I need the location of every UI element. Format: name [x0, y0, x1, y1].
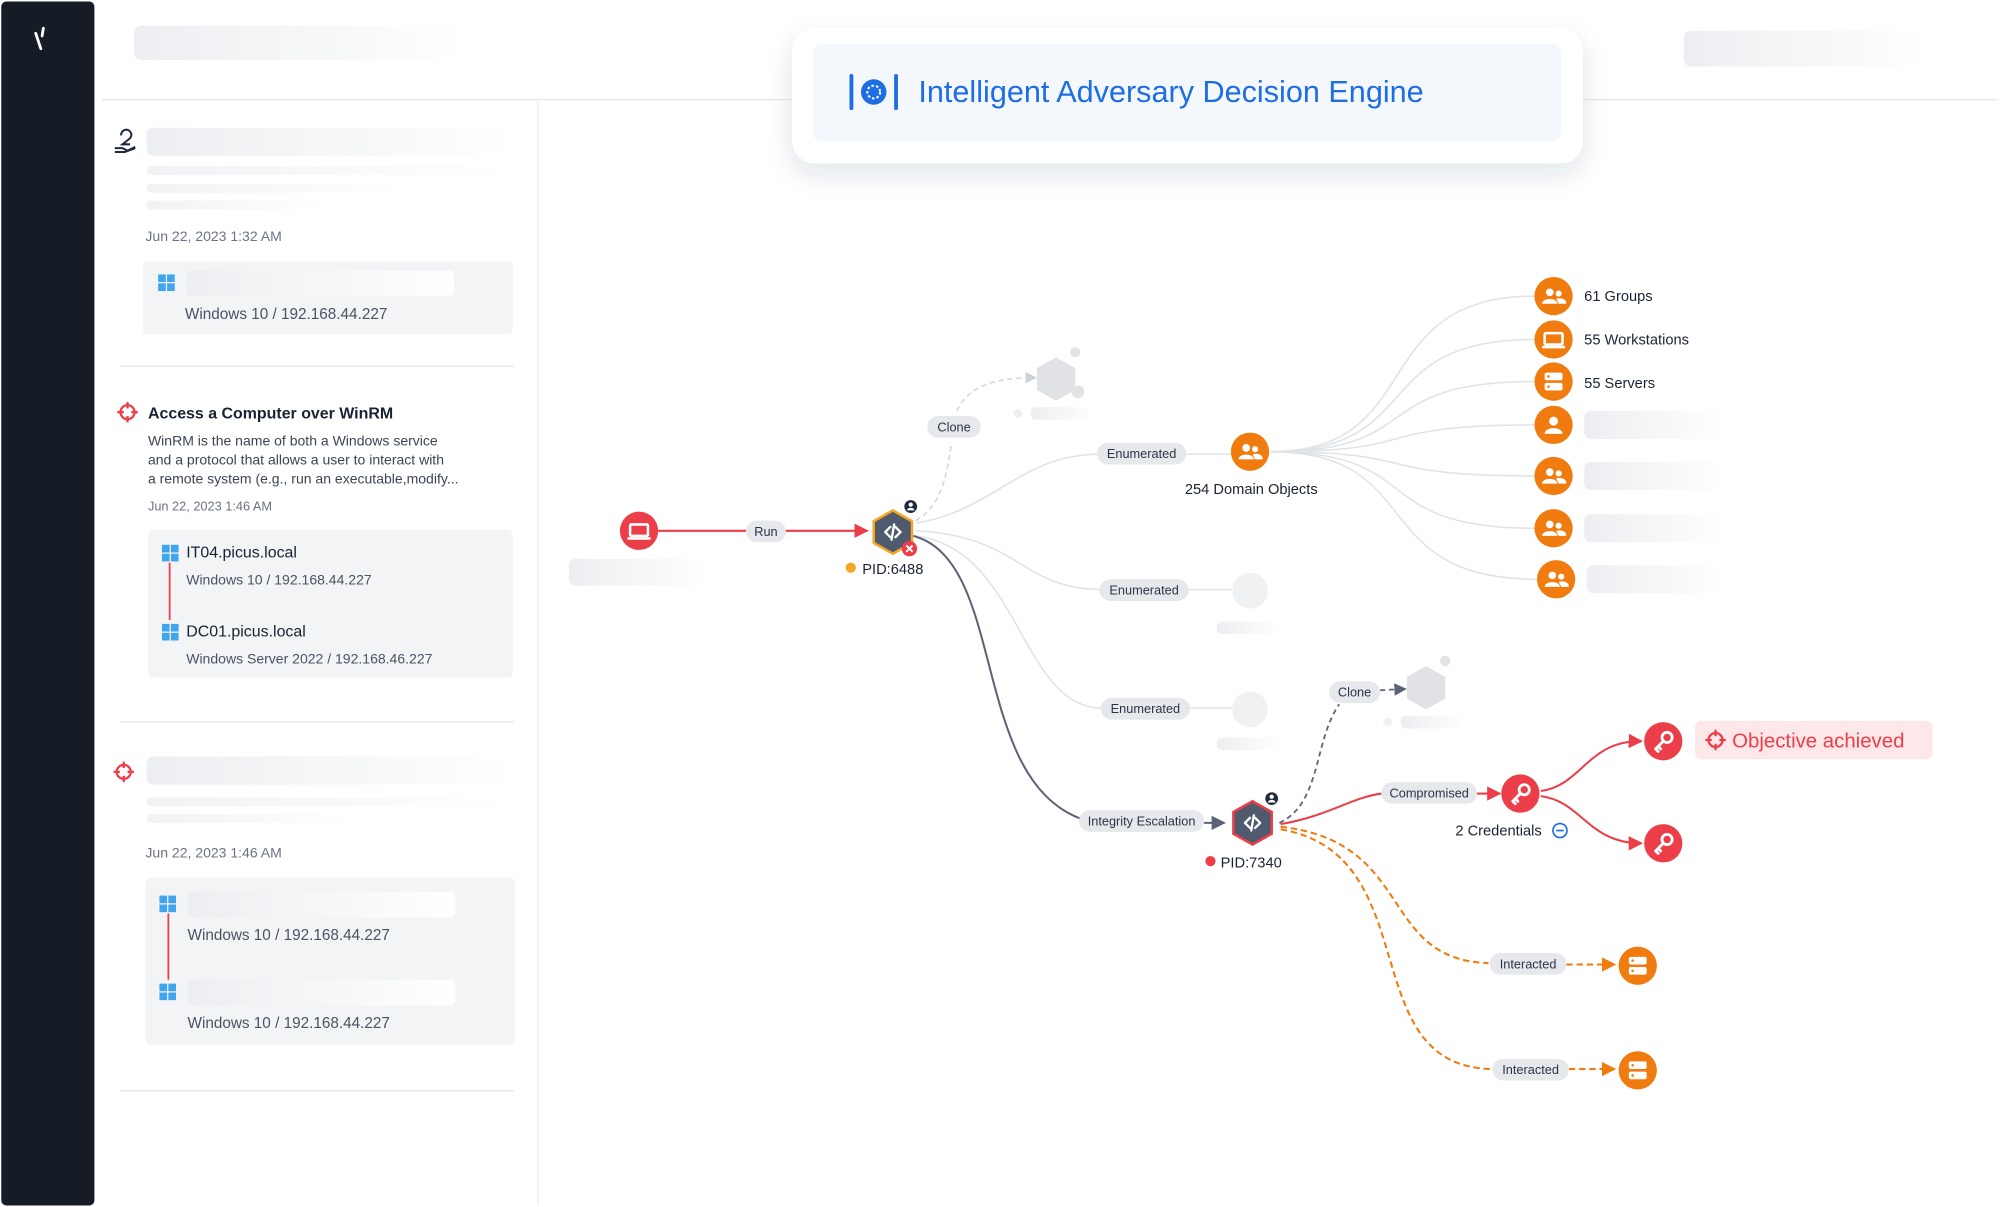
workstations-label: 55 Workstations [1584, 333, 1689, 349]
faded-clone-node-2 [1406, 655, 1451, 710]
graph-edges-grey [915, 295, 1537, 709]
hand-icon [114, 128, 136, 153]
domain-objects-label: 254 Domain Objects [1185, 482, 1318, 498]
users-node-3[interactable] [1534, 509, 1573, 548]
card-2-desc-line-1: WinRM is the name of both a Windows serv… [148, 432, 438, 448]
user-node[interactable] [1534, 405, 1573, 445]
edge-label-compromised[interactable]: Compromised [1390, 785, 1469, 800]
groups-label: 61 Groups [1584, 289, 1652, 305]
app-nav-sidebar [1, 1, 95, 1206]
card-1-timestamp: Jun 22, 2023 1:32 AM [145, 228, 281, 244]
domain-objects-node[interactable] [1230, 432, 1270, 471]
target-icon [116, 400, 139, 424]
status-dot [1205, 856, 1216, 867]
process-2-pid: PID:7340 [1221, 856, 1282, 872]
card-2-host-2-os-ip: Windows Server 2022 / 192.168.46.227 [186, 650, 432, 666]
card-2-host-1-name[interactable]: IT04.picus.local [186, 545, 297, 562]
activity-card-1[interactable]: Jun 22, 2023 1:32 AM Windows 10 / 192.16… [114, 127, 513, 335]
card-2-host-1-os-ip: Windows 10 / 192.168.44.227 [186, 571, 372, 587]
target-icon [112, 760, 136, 784]
card-2-desc-line-3: a remote system (e.g., run an executable… [148, 471, 459, 487]
engine-banner: Intelligent Adversary Decision Engine [792, 28, 1583, 164]
banner-title: Intelligent Adversary Decision Engine [918, 75, 1423, 109]
source-host-node[interactable] [619, 511, 659, 550]
edge-label-interacted-2[interactable]: Interacted [1502, 1062, 1559, 1077]
header-search-placeholder[interactable] [133, 25, 466, 61]
edge-label-enumerated-1[interactable]: Enumerated [1107, 446, 1176, 461]
process-node-7340[interactable] [1232, 792, 1279, 847]
card-2-timestamp: Jun 22, 2023 1:46 AM [148, 498, 272, 513]
card-3-timestamp: Jun 22, 2023 1:46 AM [145, 844, 281, 860]
edge-label-clone[interactable]: Clone [937, 419, 970, 434]
edge-label-interacted-1[interactable]: Interacted [1500, 956, 1557, 971]
card-3-host-2-os-ip: Windows 10 / 192.168.44.227 [188, 1015, 390, 1032]
faded-clone-node [1036, 347, 1085, 401]
objective-badge[interactable]: Objective achieved [1695, 720, 1933, 760]
card-2-title: Access a Computer over WinRM [148, 406, 393, 423]
header-user-placeholder[interactable] [1683, 30, 1927, 67]
edge-label-clone-2[interactable]: Clone [1338, 685, 1371, 700]
collapse-credentials-button[interactable] [1552, 822, 1568, 839]
card-2-host-2-name[interactable]: DC01.picus.local [186, 624, 306, 641]
edge-label-integrity-escalation[interactable]: Integrity Escalation [1088, 813, 1196, 828]
activity-card-2[interactable]: Access a Computer over WinRM WinRM is th… [116, 400, 513, 678]
process-1-pid: PID:6488 [862, 562, 923, 578]
credentials-label: 2 Credentials [1455, 824, 1541, 840]
server-node-2[interactable] [1618, 1051, 1657, 1090]
app-logo-icon [34, 26, 45, 51]
credential-node-1[interactable] [1644, 722, 1683, 761]
card-3-host-1-os-ip: Windows 10 / 192.168.44.227 [188, 927, 390, 944]
server-node-1[interactable] [1618, 946, 1657, 985]
servers-node[interactable] [1534, 362, 1573, 401]
edge-label-enumerated-3[interactable]: Enumerated [1111, 701, 1180, 716]
servers-label: 55 Servers [1584, 376, 1655, 392]
edge-label-enumerated-2[interactable]: Enumerated [1109, 583, 1178, 598]
credential-node-2[interactable] [1644, 824, 1683, 863]
activity-card-3[interactable]: Jun 22, 2023 1:46 AM Windows 10 / 192.16… [112, 756, 516, 1045]
engine-logo-icon [849, 74, 898, 110]
users-node-4[interactable] [1536, 560, 1576, 599]
card-1-host-os-ip: Windows 10 / 192.168.44.227 [185, 306, 387, 323]
workstations-node[interactable] [1534, 320, 1573, 359]
card-2-desc-line-2: and a protocol that allows a user to int… [148, 451, 444, 467]
groups-node[interactable] [1534, 276, 1573, 316]
edge-label-run[interactable]: Run [754, 524, 777, 539]
status-dot [845, 562, 856, 573]
process-node-6488[interactable] [872, 500, 918, 557]
credentials-node[interactable] [1501, 774, 1540, 813]
users-node-2[interactable] [1534, 456, 1573, 496]
objective-label: Objective achieved [1732, 731, 1904, 753]
